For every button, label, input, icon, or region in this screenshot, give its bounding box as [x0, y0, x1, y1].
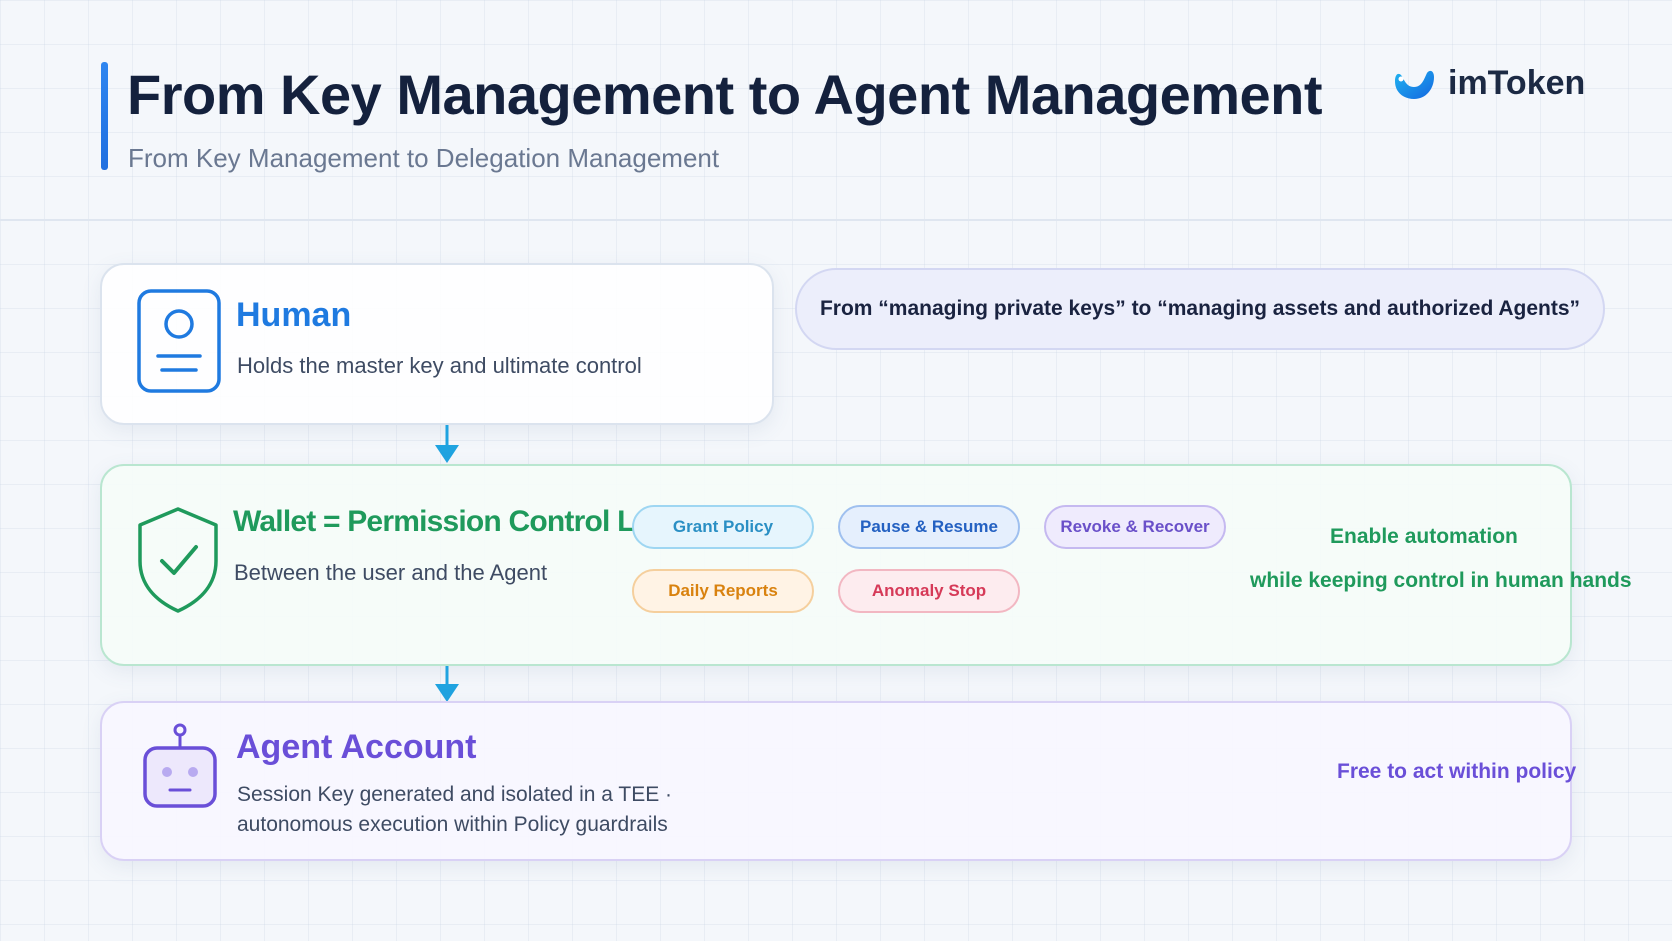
agent-title: Agent Account	[236, 728, 477, 766]
wallet-description: Between the user and the Agent	[234, 560, 548, 585]
agent-card	[100, 701, 1572, 861]
page-subtitle: From Key Management to Delegation Manage…	[128, 143, 720, 173]
robot-icon	[143, 723, 217, 808]
human-card	[100, 263, 774, 425]
title-accent-bar	[101, 62, 108, 170]
wallet-card	[100, 464, 1572, 666]
human-description: Holds the master key and ultimate contro…	[237, 353, 642, 378]
wallet-title: Wallet = Permission Control Layer	[233, 505, 694, 538]
imtoken-logo-icon	[1395, 70, 1434, 99]
brand-name: imToken	[1448, 64, 1586, 102]
chip-anomaly-stop: Anomaly Stop	[838, 569, 1020, 613]
arrow-down-icon	[435, 666, 459, 702]
wallet-slogan-line1: Enable automation	[1330, 525, 1518, 548]
wallet-slogan-line2: while keeping control in human hands	[1250, 569, 1632, 592]
chip-revoke-recover: Revoke & Recover	[1044, 505, 1226, 549]
agent-description: Session Key generated and isolated in a …	[237, 783, 673, 836]
quote-pill: From “managing private keys” to “managin…	[795, 268, 1605, 350]
id-card-icon	[137, 289, 221, 393]
chip-pause-resume: Pause & Resume	[838, 505, 1020, 549]
agent-note: Free to act within policy	[1337, 760, 1577, 783]
page-title: From Key Management to Agent Management	[127, 63, 1323, 126]
arrow-down-icon	[435, 425, 459, 463]
human-title: Human	[236, 296, 352, 334]
brand-logo: imToken	[1392, 64, 1585, 103]
header-divider	[0, 219, 1672, 221]
chip-daily-reports: Daily Reports	[632, 569, 814, 613]
shield-check-icon	[138, 507, 218, 613]
chip-grant-policy: Grant Policy	[632, 505, 814, 549]
